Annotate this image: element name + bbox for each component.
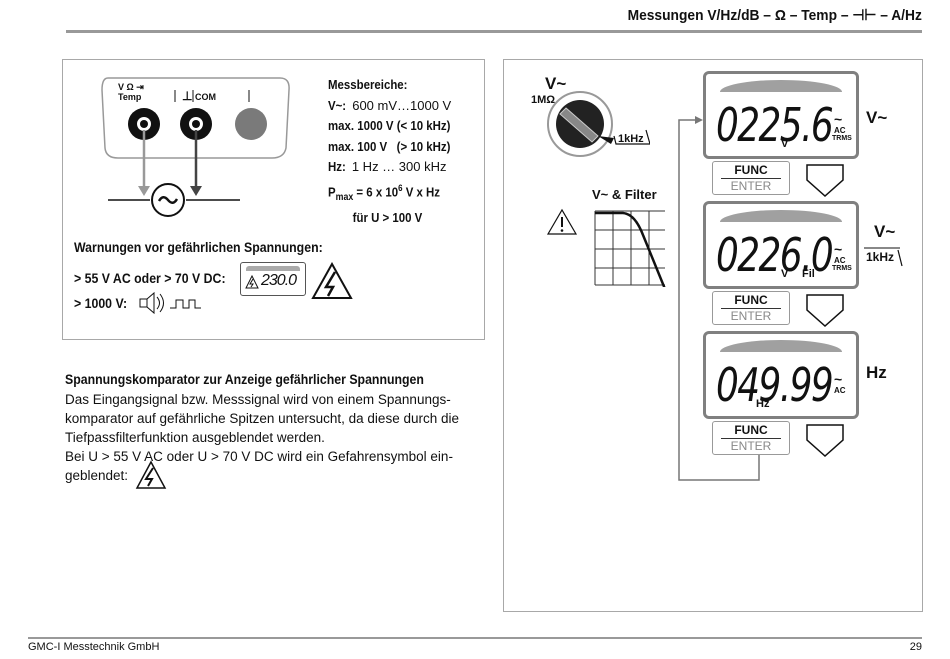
pmax-condition: für U > 100 V (352, 209, 423, 225)
warning-condition-1000v: > 1000 V: (74, 295, 128, 311)
range-max-100: max. 100 V (> 10 kHz) (328, 138, 451, 154)
ranges-block: Messbereiche: V~: 600 mV…1000 V max. 100… (328, 75, 467, 228)
beeper-icon (139, 291, 201, 315)
meter-terminals-diagram (101, 77, 290, 217)
page-title: Messungen V/Hz/dB – Ω – Temp – ⊣⊢ – A/Hz (627, 7, 922, 24)
ranges-heading: Messbereiche: (328, 77, 408, 92)
switch-filter-tag: 1kHz (618, 133, 644, 145)
lcd-display-frequency: 049.99 Hz ~ AC (703, 331, 859, 419)
range-max-1000: max. 1000 V (< 10 kHz) (328, 118, 451, 133)
side-sub-filter: 1kHz (866, 250, 895, 264)
display-unit: Hz (756, 398, 770, 410)
danger-triangle-icon (245, 275, 259, 289)
display-value: 049.99 (716, 358, 834, 412)
footer-rule (28, 637, 922, 639)
side-label-voltage: V~ (866, 108, 888, 127)
display-value: 0226.0 (716, 228, 834, 282)
hz-range-key: Hz: (328, 159, 346, 174)
filter-label: V~ & Filter (592, 187, 657, 202)
rotary-switch[interactable] (540, 90, 650, 160)
lcd-display-voltage: 0225.6 V ~ AC TRMS (703, 71, 859, 159)
hz-range-value: 1 Hz … 300 kHz (351, 159, 447, 174)
comparator-text: Das Eingangsignal bzw. Messsignal wird v… (65, 392, 459, 483)
header-rule (66, 30, 922, 33)
v-range-key: V~: (328, 97, 347, 113)
trms-indicator: TRMS (832, 265, 852, 272)
switch-impedance: 1MΩ (531, 94, 556, 106)
filter-indicator: Fil (802, 268, 815, 280)
lcd-display-filter: 0226.0 V Fil ~ AC TRMS (703, 201, 859, 289)
down-arrow-icon (806, 294, 844, 328)
com-label: COM (194, 92, 216, 102)
side-label-filter: V~ (874, 222, 896, 241)
pmax-formula: Pmax = 6 x 106 V x Hz (328, 182, 441, 203)
func-button[interactable]: FUNC ENTER (712, 421, 790, 455)
func-button[interactable]: FUNC ENTER (712, 291, 790, 325)
footer-company: GMC-I Messtechnik GmbH (28, 641, 160, 653)
filter-response-graph (546, 208, 666, 287)
down-arrow-icon (806, 164, 844, 198)
current-socket (235, 108, 267, 140)
display-unit: V (781, 268, 789, 280)
down-arrow-icon (806, 424, 844, 458)
ground-icon: ⊥ (182, 89, 193, 103)
trms-indicator: TRMS (832, 135, 852, 142)
display-value: 0225.6 (716, 98, 834, 152)
page-number: 29 (909, 641, 922, 653)
display-unit: V (781, 138, 789, 150)
v-range-value: 600 mV…1000 V (352, 97, 452, 113)
warnings-heading: Warnungen vor gefährlichen Spannungen: (74, 239, 323, 255)
ac-indicator: AC (834, 386, 846, 395)
display-sequence-panel (503, 59, 923, 612)
mini-display-value: 230.0 (261, 272, 297, 289)
func-button[interactable]: FUNC ENTER (712, 161, 790, 195)
measurement-panel (62, 59, 485, 340)
mini-display: 230.0 (240, 262, 306, 296)
diode-icon: ⇥ (136, 82, 144, 92)
switch-label: V~ (545, 74, 567, 93)
danger-symbol-icon (135, 460, 167, 489)
ac-indicator: AC (834, 126, 846, 135)
warning-condition-ac-dc: > 55 V AC oder > 70 V DC: (74, 270, 226, 286)
temp-label: Temp (118, 92, 142, 102)
comparator-heading: Spannungskomparator zur Anzeige gefährli… (65, 371, 424, 387)
side-label-frequency: Hz (866, 363, 887, 382)
input-label: V Ω (118, 82, 134, 92)
sequence-arrows (678, 116, 844, 481)
ac-indicator: AC (834, 256, 846, 265)
high-voltage-warning-icon (311, 262, 353, 299)
